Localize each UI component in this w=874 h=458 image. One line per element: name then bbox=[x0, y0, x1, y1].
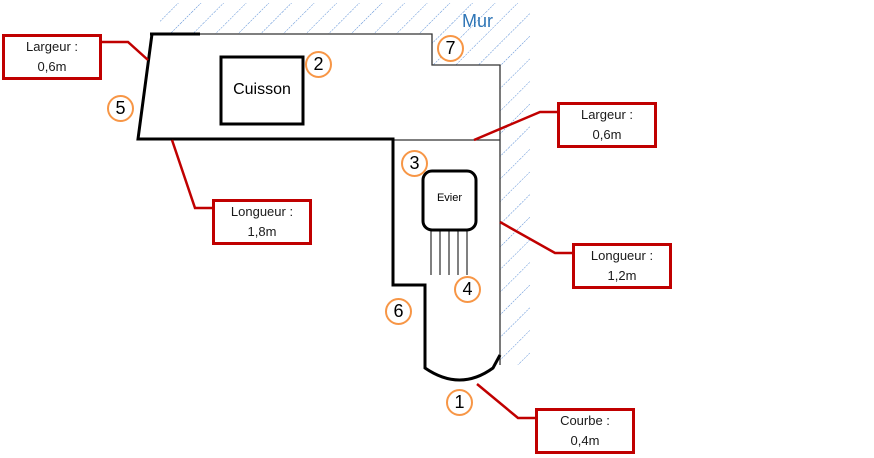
callout-title: Longueur : bbox=[590, 248, 654, 263]
marker-7: 7 bbox=[437, 35, 464, 62]
callout-value: 0,4m bbox=[570, 433, 600, 448]
sink-label: Evier bbox=[436, 192, 463, 204]
leader-side-width bbox=[473, 110, 558, 142]
marker-1: 1 bbox=[446, 389, 473, 416]
leader-side-length bbox=[499, 220, 572, 255]
callout-top-width: Largeur : 0,6m bbox=[2, 34, 102, 80]
callout-side-width: Largeur : 0,6m bbox=[557, 102, 657, 148]
callout-title: Courbe : bbox=[560, 413, 610, 428]
callout-top-length: Longueur : 1,8m bbox=[212, 199, 312, 245]
marker-4: 4 bbox=[454, 276, 481, 303]
leader-top-width bbox=[101, 40, 149, 61]
sink-drain-lines bbox=[430, 230, 468, 275]
leader-curve bbox=[476, 383, 535, 420]
wall-hatching bbox=[160, 3, 530, 365]
counter-outline bbox=[136, 33, 502, 382]
callout-value: 1,2m bbox=[607, 268, 637, 283]
wall-label: Mur bbox=[462, 11, 493, 31]
callout-side-length: Longueur : 1,2m bbox=[572, 243, 672, 289]
leader-top-length bbox=[170, 139, 212, 210]
marker-2: 2 bbox=[305, 51, 332, 78]
wall-edge-top bbox=[152, 33, 501, 140]
callout-title: Longueur : bbox=[230, 204, 294, 219]
marker-3: 3 bbox=[401, 150, 428, 177]
callout-title: Largeur : bbox=[580, 107, 634, 122]
marker-6: 6 bbox=[385, 298, 412, 325]
cooking-zone-box bbox=[219, 55, 305, 126]
callout-value: 1,8m bbox=[247, 224, 277, 239]
marker-5: 5 bbox=[107, 95, 134, 122]
callout-curve: Courbe : 0,4m bbox=[535, 408, 635, 454]
callout-value: 0,6m bbox=[592, 127, 622, 142]
callout-value: 0,6m bbox=[37, 59, 67, 74]
callout-title: Largeur : bbox=[25, 39, 79, 54]
cooking-zone-label: Cuisson bbox=[233, 81, 291, 98]
